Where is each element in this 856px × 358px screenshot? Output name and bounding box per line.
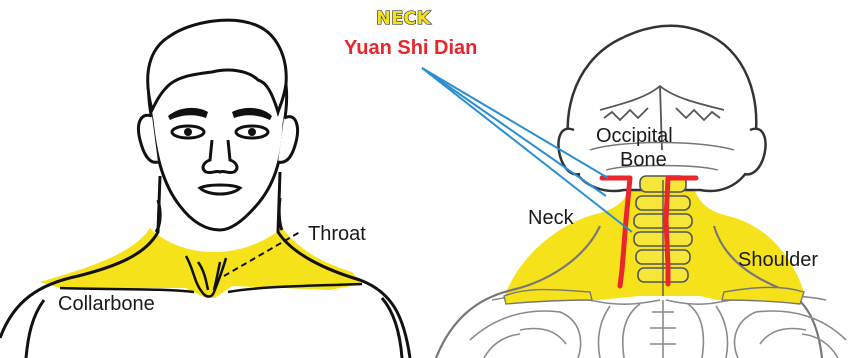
label-shoulder: Shoulder [738,249,818,271]
back-figure [436,26,846,358]
diagram-title: NECK [376,8,432,29]
label-occipital: Occipital [596,125,673,147]
label-throat: Throat [308,223,366,245]
label-bone: Bone [620,149,667,171]
diagram-subtitle: Yuan Shi Dian [344,37,477,59]
label-neck: Neck [528,207,575,229]
back-skeleton-detail [470,296,846,358]
label-collarbone: Collarbone [58,293,155,315]
